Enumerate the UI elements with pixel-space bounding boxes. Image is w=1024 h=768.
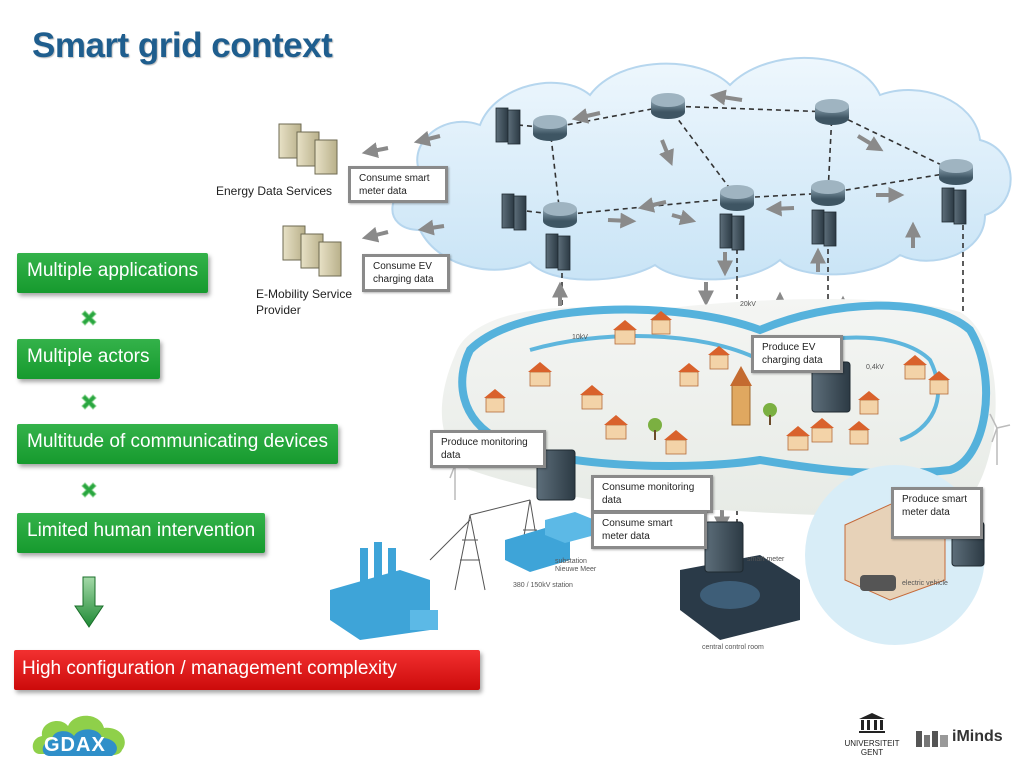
callout-consume-monitoring: Consume monitoring data <box>591 475 713 513</box>
router-group <box>533 93 973 228</box>
emobility-label-line2: Provider <box>256 303 301 317</box>
callout-produce-ev: Produce EV charging data <box>751 335 843 373</box>
item-multitude-devices: Multitude of communicating devices <box>17 424 338 464</box>
network-cloud <box>391 56 1012 281</box>
energy-data-servers <box>278 123 338 175</box>
label-electric-vehicle: electric vehicle <box>902 580 948 587</box>
down-arrow-icon <box>74 576 104 628</box>
energy-data-services-label: Energy Data Services <box>216 184 333 198</box>
ugent-logo: UNIVERSITEIT GENT <box>840 712 904 758</box>
label-nieuwe-meer: Nieuwe Meer <box>555 566 597 573</box>
label-control-room: central control room <box>702 644 764 651</box>
ugent-text-1: UNIVERSITEIT <box>844 739 900 748</box>
ugent-text-2: GENT <box>860 748 884 757</box>
result-high-complexity: High configuration / management complexi… <box>14 650 480 690</box>
label-10kv: 10kV <box>572 334 588 341</box>
label-04kv: 0,4kV <box>866 364 884 371</box>
callout-consume-smart-meter-top: Consume smart meter data <box>348 166 448 203</box>
slide-title: Smart grid context <box>32 26 333 65</box>
item-multiple-actors: Multiple actors <box>17 339 160 379</box>
ugent-building-icon <box>859 713 885 733</box>
item-limited-human-intervention: Limited human intervention <box>17 513 266 553</box>
item-multiple-applications: Multiple applications <box>17 253 209 293</box>
callout-consume-ev: Consume EV charging data <box>362 254 450 292</box>
callout-consume-smart-meter-bottom: Consume smart meter data <box>591 511 707 549</box>
city-map <box>330 298 1011 645</box>
multiply-icon <box>81 310 97 326</box>
iminds-mark-icon <box>916 731 948 747</box>
iminds-logo: iMinds <box>916 728 1003 750</box>
callout-produce-smart-meter: Produce smart meter data <box>891 487 983 539</box>
gdax-cloud-icon <box>32 715 125 756</box>
label-station: 380 / 150kV station <box>513 582 573 589</box>
iminds-text: iMinds <box>952 728 1003 745</box>
multiply-icon <box>81 394 97 410</box>
multiply-icon <box>81 482 97 498</box>
label-substation: substation <box>555 558 587 565</box>
label-20kv: 20kV <box>740 301 756 308</box>
callout-produce-monitoring: Produce monitoring data <box>430 430 546 468</box>
gdax-logo: GDAX <box>30 706 134 762</box>
gdax-text: GDAX <box>44 734 106 756</box>
emobility-label-line1: E-Mobility Service <box>256 287 353 301</box>
label-smart-meter: smart meter <box>747 556 785 563</box>
emobility-servers <box>282 225 342 277</box>
